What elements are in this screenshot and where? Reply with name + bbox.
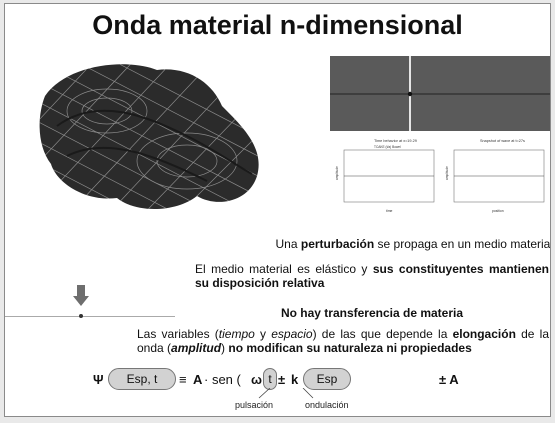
- k-symbol: k: [291, 372, 299, 387]
- right-plot-ylabel: amplitude: [445, 166, 449, 180]
- left-plot-xlabel: time: [386, 209, 393, 213]
- medium-line: [5, 316, 175, 317]
- plus-minus-symbol: ±: [278, 372, 286, 387]
- equiv-symbol: ≡: [179, 372, 187, 387]
- psi-symbol: Ψ: [93, 372, 104, 387]
- no-transferencia-text: No hay transferencia de materia: [280, 306, 464, 320]
- t-argument: t: [263, 368, 277, 390]
- omega-symbol: ω: [251, 372, 262, 387]
- particle-dot: [79, 314, 83, 318]
- medio-elastico-text: El medio material es elástico y sus cons…: [195, 262, 549, 290]
- right-plot-title: Snapshot of wave at t=27s: [480, 139, 525, 143]
- pulsacion-label: pulsación: [235, 400, 274, 410]
- label-pointers: [258, 388, 314, 399]
- ondulacion-label: ondulación: [305, 400, 349, 410]
- wave-simulation-panel: Time behavior at x=19.29 TCAKE (t/a) Bow…: [330, 56, 550, 213]
- sen-text: · sen (: [204, 372, 241, 387]
- left-plot-title: Time behavior at x=19.29: [374, 139, 417, 143]
- perturbacion-text: Una perturbación se propaga en un medio …: [275, 237, 551, 251]
- down-arrow-icon: [73, 285, 89, 306]
- amplitude-A: A: [193, 372, 203, 387]
- left-plot-legend: TCAKE (t/a) Bowel: [374, 145, 401, 149]
- wave-equation: Ψ Esp, t ≡ A · sen ( ω t ± k Esp ± A pul…: [5, 364, 550, 414]
- right-plot-xlabel: position: [492, 209, 504, 213]
- variables-text: Las variables (tiempo y espacio) de las …: [137, 327, 549, 355]
- plus-minus-A: ± A: [439, 372, 459, 387]
- esp-t-argument: Esp, t: [108, 368, 176, 390]
- slide: Onda material n-dimensional Time behavio: [4, 3, 551, 417]
- esp-argument: Esp: [303, 368, 351, 390]
- left-plot-ylabel: amplitude: [335, 166, 339, 180]
- membrane-mesh-image: [39, 64, 259, 210]
- slide-title: Onda material n-dimensional: [92, 10, 463, 40]
